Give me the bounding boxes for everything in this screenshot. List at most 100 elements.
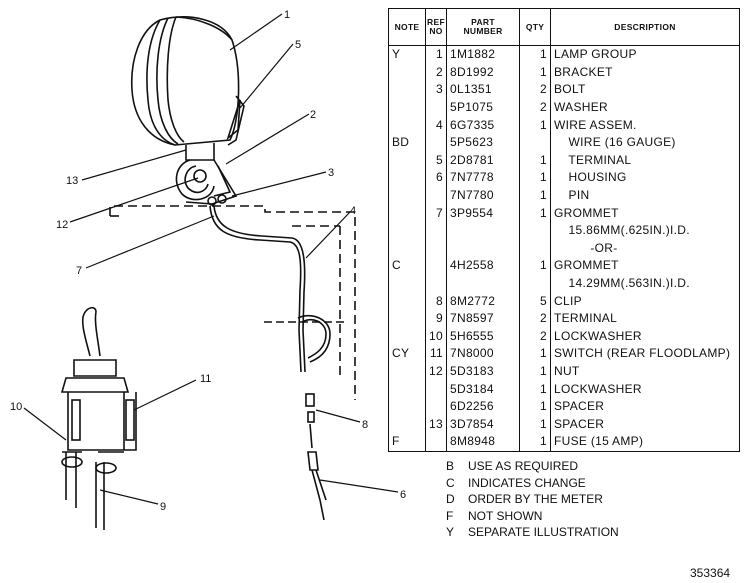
cell-qty: 1 <box>519 397 551 416</box>
table-row: BD 5P5623 WIRE (16 GAUGE) <box>388 133 740 152</box>
cell-description: -OR- <box>550 239 740 258</box>
cell-description: TERMINAL <box>550 151 740 170</box>
bracket-drawing <box>175 159 238 206</box>
legend-text: ORDER BY THE METER <box>468 492 603 506</box>
callout-12: 12 <box>56 219 68 231</box>
lamp-group-drawing <box>130 16 245 161</box>
cell-part-number: 5P5623 <box>446 133 520 152</box>
cell-ref-no <box>425 433 447 452</box>
cell-note <box>388 81 426 99</box>
cell-part-number: 7N7778 <box>446 169 520 187</box>
cell-ref-no <box>425 133 447 152</box>
cell-description: SPACER <box>550 397 740 416</box>
callout-10: 10 <box>10 401 22 413</box>
cell-note: F <box>388 433 426 452</box>
cell-ref-no <box>425 186 447 205</box>
cell-note <box>388 98 426 117</box>
cell-description: 15.86MM(.625IN.)I.D. <box>550 221 740 240</box>
cell-ref-no: 13 <box>425 415 447 434</box>
cell-note <box>388 221 426 240</box>
table-header-row: NOTE REF NO PART NUMBER QTY DESCRIPTION <box>388 8 740 46</box>
cell-note <box>388 397 426 416</box>
callout-13: 13 <box>66 175 78 187</box>
cell-ref-no <box>425 397 447 416</box>
callout-5: 5 <box>295 39 301 51</box>
cell-qty <box>519 274 551 293</box>
cell-note <box>388 186 426 205</box>
cell-description: NUT <box>550 362 740 381</box>
toggle-switch-drawing <box>60 306 137 530</box>
cell-part-number: 7N8000 <box>446 345 520 363</box>
cell-ref-no: 6 <box>425 169 447 187</box>
callout-11: 11 <box>200 373 211 385</box>
cell-part-number: 8M2772 <box>446 292 520 310</box>
cell-part-number: 3P9554 <box>446 204 520 222</box>
cell-ref-no: 4 <box>425 116 447 134</box>
legend-text: USE AS REQUIRED <box>468 459 579 473</box>
cell-note <box>388 169 426 187</box>
callout-8: 8 <box>362 419 368 431</box>
cell-description: LAMP GROUP <box>550 45 740 64</box>
cell-note: BD <box>388 133 426 152</box>
cell-description: CLIP <box>550 292 740 310</box>
cell-note <box>388 204 426 222</box>
cell-description: BRACKET <box>550 63 740 82</box>
cell-qty <box>519 221 551 240</box>
cell-description: LOCKWASHER <box>550 380 740 398</box>
cell-description: 14.29MM(.563IN.)I.D. <box>550 274 740 293</box>
cell-qty: 5 <box>519 292 551 310</box>
cell-note <box>388 415 426 434</box>
cell-part-number <box>446 239 520 258</box>
cell-qty: 1 <box>519 380 551 398</box>
legend-code: F <box>446 508 454 523</box>
cell-description: WASHER <box>550 98 740 117</box>
cell-ref-no <box>425 380 447 398</box>
cell-part-number: 3D7854 <box>446 415 520 434</box>
cell-note <box>388 380 426 398</box>
legend-item: D ORDER BY THE METER <box>446 491 619 508</box>
cell-note <box>388 327 426 346</box>
cell-note <box>388 239 426 258</box>
cell-ref-no <box>425 98 447 117</box>
header-qty: QTY <box>519 8 551 46</box>
cell-qty: 1 <box>519 415 551 434</box>
cell-description: BOLT <box>550 81 740 99</box>
cell-ref-no: 8 <box>425 292 447 310</box>
legend-text: INDICATES CHANGE <box>468 475 586 490</box>
cell-description: GROMMET <box>550 204 740 222</box>
legend-code: D <box>446 492 455 506</box>
cell-ref-no: 12 <box>425 362 447 381</box>
cell-description: SPACER <box>550 415 740 434</box>
cell-description: GROMMET <box>550 257 740 275</box>
cell-part-number: 5D3183 <box>446 362 520 381</box>
callout-leader-lines <box>23 13 399 505</box>
cell-note <box>388 292 426 310</box>
wire-assembly-drawing <box>209 205 345 521</box>
cell-qty: 2 <box>519 327 551 346</box>
cell-description: SWITCH (REAR FLOODLAMP) <box>550 345 740 363</box>
cell-qty: 1 <box>519 186 551 205</box>
callout-7: 7 <box>76 265 82 277</box>
cell-ref-no: 1 <box>425 45 447 64</box>
cell-qty: 1 <box>519 362 551 381</box>
cell-qty: 1 <box>519 204 551 222</box>
cell-note: C <box>388 257 426 275</box>
cell-ref-no <box>425 239 447 258</box>
cell-note <box>388 151 426 170</box>
cell-description: WIRE (16 GAUGE) <box>550 133 740 152</box>
header-description: DESCRIPTION <box>550 8 740 46</box>
cell-ref-no: 11 <box>425 345 447 363</box>
cell-qty: 1 <box>519 63 551 82</box>
cell-part-number: 1M1882 <box>446 45 520 64</box>
cell-ref-no <box>425 221 447 240</box>
